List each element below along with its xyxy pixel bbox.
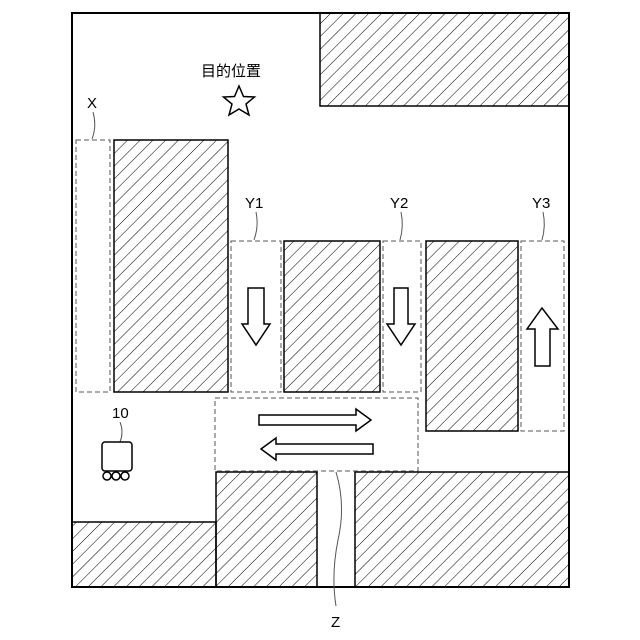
cart-icon — [102, 442, 132, 480]
zone-z-label: Z — [331, 614, 340, 631]
lane-y1-label: Y1 — [245, 195, 263, 212]
obstacle-right-shelf — [426, 241, 518, 431]
cart-body — [102, 442, 132, 471]
lane-y3-label: Y3 — [532, 195, 550, 212]
obstacle-bottom-left — [72, 522, 216, 587]
obstacle-bottom-right — [355, 472, 569, 587]
cart-wheel — [103, 472, 111, 480]
cart-wheel — [121, 472, 129, 480]
obstacle-left-shelf — [114, 140, 228, 392]
lane-y2-label: Y2 — [390, 195, 408, 212]
obstacle-bottom-center — [216, 472, 317, 587]
target-label: 目的位置 — [201, 62, 261, 80]
lane-x-label: X — [87, 95, 97, 112]
vehicle-label: 10 — [112, 405, 129, 422]
obstacle-middle-shelf — [284, 241, 380, 392]
obstacle-top-right — [320, 13, 569, 106]
cart-wheel — [112, 472, 120, 480]
